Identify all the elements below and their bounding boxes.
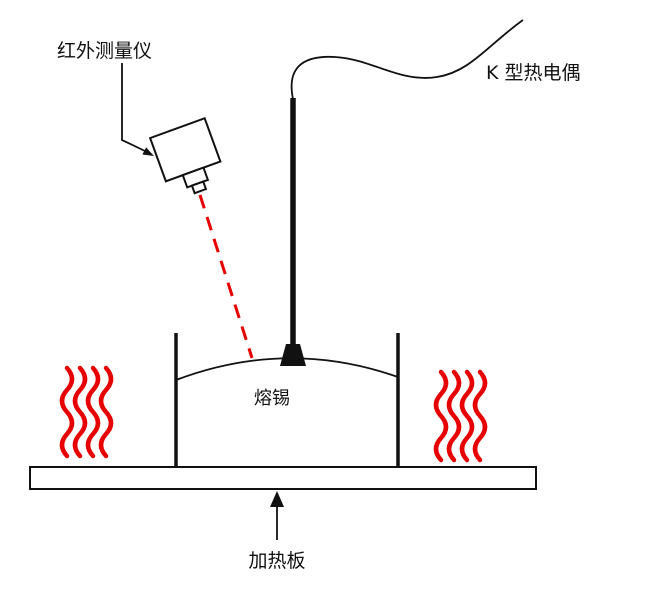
infrared-camera-body — [148, 116, 222, 183]
heat-waves-left — [59, 365, 114, 459]
infrared-camera-tip — [190, 180, 208, 195]
laser-dashed-line — [198, 194, 254, 359]
label-thermocouple: K 型热电偶 — [486, 62, 581, 84]
label-molten-solder: 熔锡 — [254, 388, 290, 409]
label-infrared-meter: 红外测量仪 — [57, 40, 152, 62]
pointer-arrowhead-icon — [270, 491, 284, 507]
heating-plate — [29, 466, 537, 490]
heat-waves-right — [433, 369, 488, 463]
heat-wave-line — [472, 369, 488, 463]
leader-arrowhead-icon — [142, 147, 154, 156]
heat-wave-line — [85, 365, 101, 459]
leader-line — [121, 63, 146, 152]
heat-wave-line — [446, 369, 462, 463]
infrared-camera — [148, 116, 222, 195]
heat-wave-line — [72, 365, 88, 459]
label-heating-plate: 加热板 — [248, 550, 305, 572]
solder-surface-arc — [175, 357, 399, 381]
heat-wave-line — [433, 369, 449, 463]
heat-wave-line — [98, 365, 114, 459]
heat-wave-line — [59, 365, 75, 459]
thermocouple-tip-cone — [280, 344, 306, 366]
heat-wave-line — [459, 369, 475, 463]
thermocouple-wire — [290, 19, 524, 100]
